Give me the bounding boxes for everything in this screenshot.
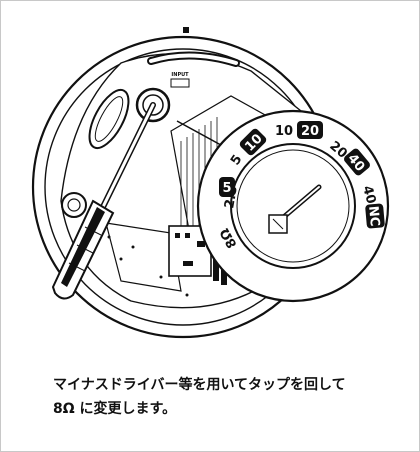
tap-dial-icon: 2.5 5 5 10 10 20 20 40 40 NC 8Ω <box>196 109 390 303</box>
dial-label-40: 40 <box>359 184 378 205</box>
dial-label-10: 10 <box>275 124 293 139</box>
caption-line-2: 8Ω に変更します。 <box>53 401 177 417</box>
dial-label-20-selected: 20 <box>301 124 319 139</box>
dial-label-5-selected: 5 <box>222 181 231 196</box>
caption-line-1: マイナスドライバー等を用いてタップを回して <box>53 377 346 393</box>
instruction-caption: マイナスドライバー等を用いてタップを回して 8Ω に変更します。 <box>53 373 393 421</box>
speaker-installation-illustration: INPUT <box>31 27 390 339</box>
screwdriver-icon <box>51 102 156 300</box>
dial-label-nc-selected: NC <box>365 205 382 227</box>
input-label: INPUT <box>171 72 189 78</box>
